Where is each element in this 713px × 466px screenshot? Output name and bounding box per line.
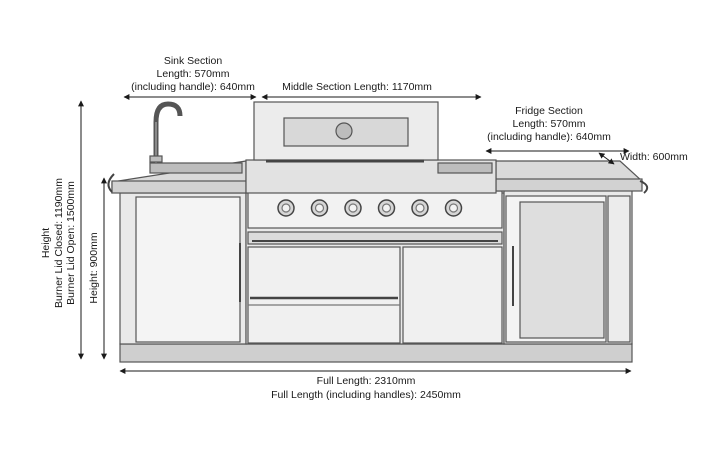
middle-section-length: Middle Section Length: 1170mm	[282, 81, 432, 93]
sink-cabinet-door	[135, 196, 241, 343]
top-drawer	[247, 231, 503, 245]
fridge-side-towel-bar	[639, 180, 649, 194]
width-dimension	[598, 152, 615, 165]
overall-height-title: Height	[40, 228, 52, 258]
sink-tap	[153, 101, 183, 163]
burner-knob-center	[314, 203, 325, 213]
fridge-cabinet	[503, 180, 633, 345]
counter-height-label: Height: 900mm	[88, 232, 100, 303]
burner-knobs	[277, 199, 463, 217]
outdoor-kitchen-unit	[107, 101, 649, 363]
side-burner	[437, 162, 493, 174]
hood-thermometer	[335, 122, 353, 140]
grill-cabinet	[245, 190, 505, 345]
sink-cabinet	[119, 192, 247, 345]
overall-height-lid-closed: Burner Lid Closed: 1190mm	[53, 178, 65, 308]
fridge-glass-door	[519, 201, 605, 339]
fridge-section-length: Length: 570mm	[513, 118, 586, 130]
plinth	[119, 343, 633, 363]
burner-knob-center	[448, 203, 459, 213]
burner-knob-center	[381, 203, 392, 213]
fridge-section-with-handle: (including handle): 640mm	[487, 131, 611, 143]
dimension-labels: Sink Section Length: 570mm (including ha…	[40, 55, 688, 401]
full-length-label: Full Length: 2310mm	[317, 375, 416, 387]
burner-knob-center	[415, 203, 425, 213]
sink-section-with-handle: (including handle): 640mm	[131, 81, 255, 93]
fridge-countertop	[495, 160, 644, 182]
grill-lower-right-door	[402, 246, 503, 344]
burner-knob-center	[348, 203, 358, 213]
sink-side-towel-bar	[107, 173, 115, 193]
sink-section-length: Length: 570mm	[157, 68, 230, 80]
fridge-side-panel	[607, 195, 631, 343]
overall-height-lid-open: Burner Lid Open: 1500mm	[65, 181, 77, 305]
fridge-section-title: Fridge Section	[515, 105, 583, 117]
burner-knob-center	[281, 203, 291, 213]
sink-basin	[149, 162, 243, 174]
sink-section-title: Sink Section	[164, 55, 223, 67]
full-length-with-handles-label: Full Length (including handles): 2450mm	[271, 389, 461, 401]
grill-lower-left-drawers	[247, 246, 401, 344]
width-label: Width: 600mm	[620, 151, 688, 163]
dimension-lines	[78, 94, 632, 374]
